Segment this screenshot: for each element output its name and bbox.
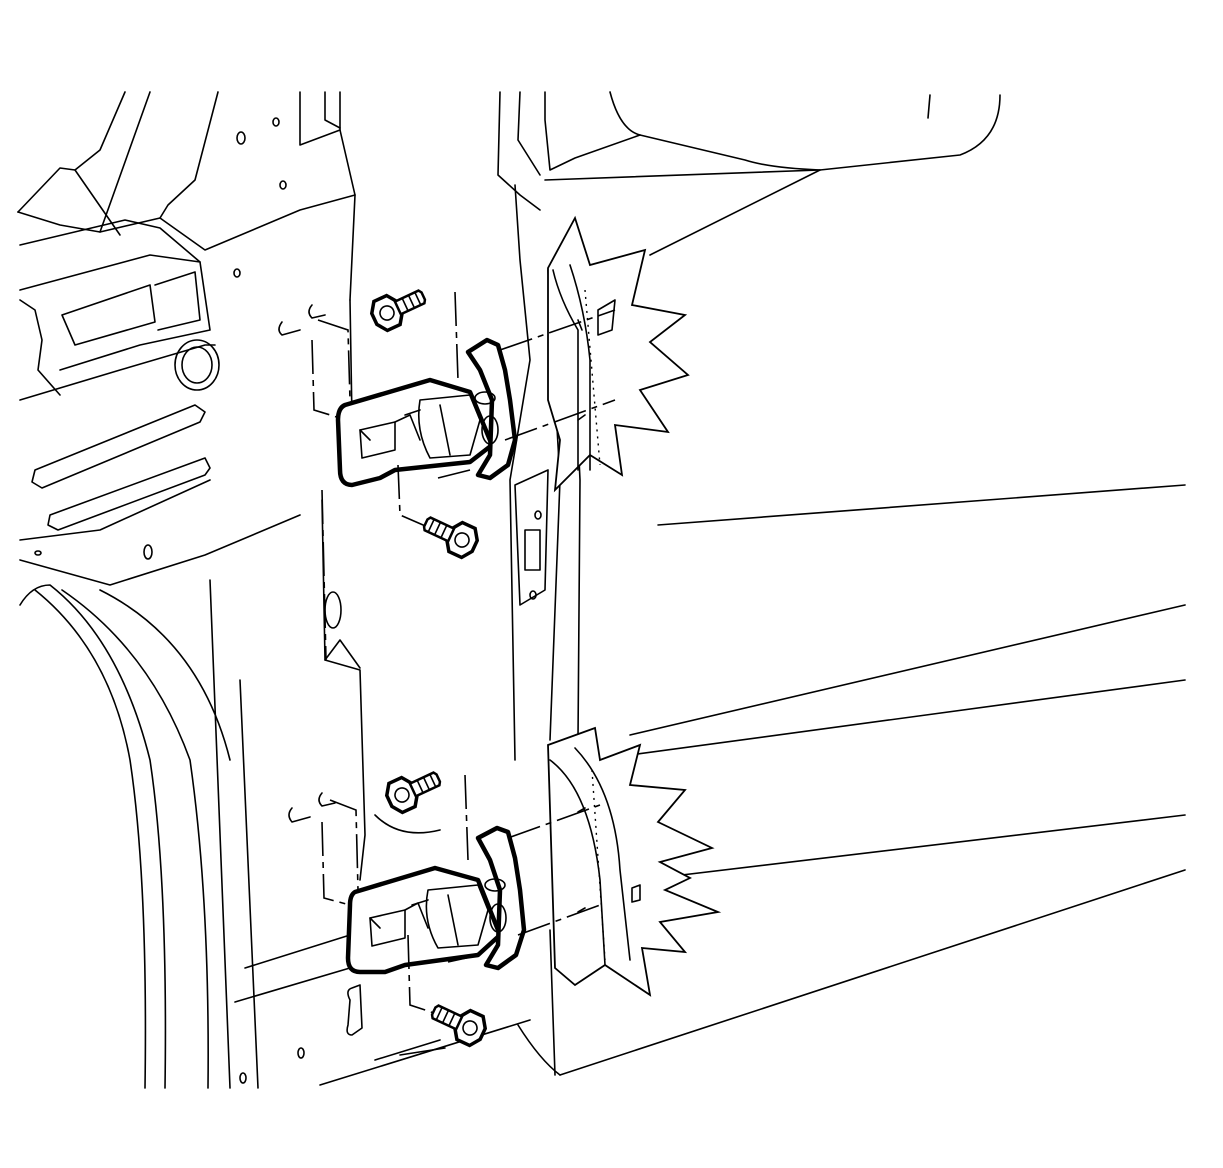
bolt-upper-top	[369, 289, 427, 333]
bolt-lower-bottom	[430, 1004, 488, 1048]
panel-slot-lower	[47, 457, 211, 531]
upper-door-cutaway	[547, 215, 690, 493]
upper-hinge	[278, 291, 616, 529]
bolt-lower-top	[384, 771, 442, 815]
lower-hinge	[288, 774, 601, 1016]
upper-hinge-body-bracket	[335, 377, 495, 488]
bolt-upper-bottom	[422, 516, 480, 560]
body-pillar-structure	[17, 91, 531, 1089]
lower-door-cutaway	[547, 726, 722, 997]
upper-hinge-door-leaf	[465, 337, 518, 481]
panel-slot-upper	[31, 404, 206, 489]
